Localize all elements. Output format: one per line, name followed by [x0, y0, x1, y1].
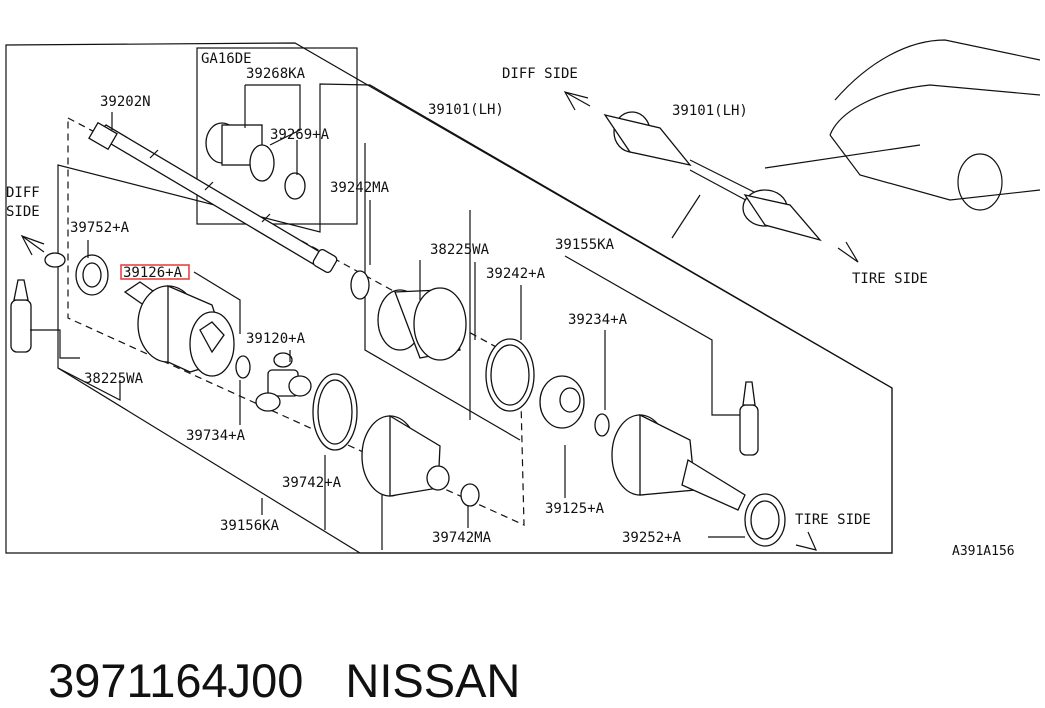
label-39742ma: 39742MA	[432, 530, 492, 546]
joint-housing-39126a	[123, 281, 235, 377]
label-39242a: 39242+A	[486, 266, 546, 282]
highlight-box-39126a	[120, 264, 190, 280]
leader-lines	[30, 112, 745, 550]
label-diff-side-left-2: SIDE	[6, 204, 40, 220]
shaft-39202n	[88, 121, 338, 273]
spider-39120a	[255, 352, 312, 412]
label-39101lh-main: 39101(LH)	[428, 102, 504, 118]
label-tire-side-top: TIRE SIDE	[852, 271, 928, 287]
label-39234a: 39234+A	[568, 312, 628, 328]
label-39742a: 39742+A	[282, 475, 342, 491]
label-38225wa-lower: 38225WA	[84, 371, 144, 387]
car-outline	[764, 39, 1041, 211]
label-39155ka: 39155KA	[555, 237, 615, 253]
grease-tube-right	[739, 381, 759, 456]
overview-driveshaft	[603, 111, 822, 242]
grease-tube	[10, 279, 32, 353]
label-ga16de: GA16DE	[201, 51, 252, 67]
label-39120a: 39120+A	[246, 331, 306, 347]
small-band-39742ma	[460, 483, 480, 507]
label-39252a: 39252+A	[622, 530, 682, 546]
inset-joint-39268ka	[205, 122, 275, 182]
outer-boot-38225wa	[377, 287, 467, 361]
assembly-outline	[57, 83, 893, 554]
circlip-39234a	[594, 413, 610, 437]
label-39156ka: 39156KA	[220, 518, 280, 534]
label-39242ma: 39242MA	[330, 180, 390, 196]
small-band-39242ma	[350, 270, 370, 300]
dust-cap	[44, 252, 66, 268]
label-39734a: 39734+A	[186, 428, 246, 444]
label-39125a: 39125+A	[545, 501, 605, 517]
figure-code: A391A156	[952, 544, 1015, 559]
outer-shaft-group-line	[364, 143, 521, 441]
label-39752a: 39752+A	[70, 220, 130, 236]
brand-name: NISSAN	[345, 654, 521, 707]
label-39101lh-inset: 39101(LH)	[672, 103, 748, 119]
label-diff-side-left: DIFF	[6, 185, 40, 201]
ga16de-inset-box	[196, 47, 358, 225]
exploded-parts-diagram: GA16DE 39268KA 39269+A 39202N 39101(LH) …	[5, 39, 1041, 559]
label-tire-side-bottom: TIRE SIDE	[795, 512, 871, 528]
inner-boot	[361, 414, 450, 497]
caption: 3971164J00 NISSAN	[22, 598, 520, 708]
label-39268ka: 39268KA	[246, 66, 306, 82]
label-39126a: 39126+A	[123, 265, 183, 281]
label-diff-side-top: DIFF SIDE	[502, 66, 578, 82]
outer-race-39125a	[539, 375, 585, 429]
part-number: 3971164J00	[48, 654, 304, 707]
label-39269a: 39269+A	[270, 127, 330, 143]
inset-circlip-39269a	[284, 172, 306, 200]
label-38225wa-upper: 38225WA	[430, 242, 490, 258]
snap-ring-39734a	[235, 355, 251, 379]
outer-joint-housing	[611, 413, 746, 511]
label-39202n: 39202N	[100, 94, 151, 110]
